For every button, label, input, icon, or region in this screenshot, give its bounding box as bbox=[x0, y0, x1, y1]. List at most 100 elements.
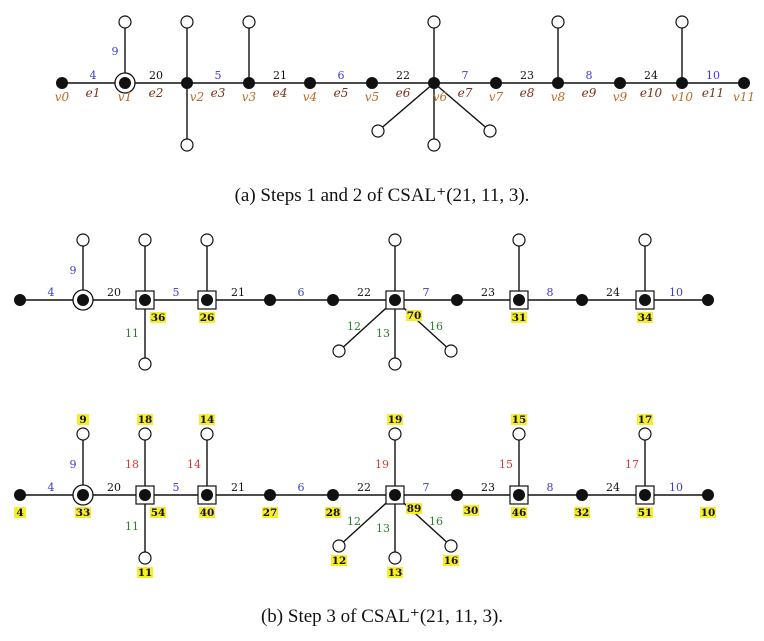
b1-edge-label: 23 bbox=[481, 286, 495, 299]
a-vertex-label: v2 bbox=[190, 90, 204, 104]
b2-vertex-value: 33 bbox=[76, 507, 91, 519]
b1-edge-label: 10 bbox=[669, 286, 683, 299]
a-edge-name: e11 bbox=[702, 86, 724, 100]
b2-leaf-value: 12 bbox=[332, 555, 347, 567]
b1-edge-label: 6 bbox=[298, 286, 305, 299]
a-edge-label: 5 bbox=[215, 69, 222, 82]
b2-pendant-label: 9 bbox=[70, 458, 77, 471]
a-edge-name: e4 bbox=[273, 86, 288, 100]
a-edge-label: 22 bbox=[396, 69, 410, 82]
a-edge-label: 10 bbox=[706, 69, 720, 82]
b2-vertex-value: 32 bbox=[575, 507, 590, 519]
b1-pendant-label: 13 bbox=[376, 327, 390, 340]
b2-leaf-value: 14 bbox=[200, 414, 215, 426]
caption-b: (b) Step 3 of CSAL⁺(21, 11, 3). bbox=[260, 606, 504, 627]
b2-pendant-label: 14 bbox=[187, 458, 201, 471]
b2-pendant-label: 11 bbox=[125, 520, 139, 533]
b2-pendant-label: 16 bbox=[429, 515, 443, 528]
b1-edge-label: 5 bbox=[173, 286, 180, 299]
b1-pendant-label: 12 bbox=[347, 320, 361, 333]
b2-leaf-value: 11 bbox=[138, 567, 153, 579]
a-edge-name: e9 bbox=[582, 86, 597, 100]
b2-leaf-value: 17 bbox=[638, 414, 653, 426]
b2-vertex-value: 27 bbox=[263, 507, 278, 519]
b2-edge-label: 20 bbox=[107, 481, 121, 494]
b1-vertex-value: 34 bbox=[638, 312, 653, 324]
a-vertex-label: v4 bbox=[303, 90, 317, 104]
b2-leaf-value: 13 bbox=[388, 567, 403, 579]
b2-vertex-value: 10 bbox=[701, 507, 716, 519]
b2-edge-label: 5 bbox=[173, 481, 180, 494]
panel-a: 4 20 5 21 6 22 7 23 8 24 10 9 v0 v1 v2 v… bbox=[55, 15, 755, 152]
b2-vertex-value: 40 bbox=[200, 507, 215, 519]
b1-edge-label: 24 bbox=[606, 286, 620, 299]
caption-a: (a) Steps 1 and 2 of CSAL⁺(21, 11, 3). bbox=[234, 185, 530, 206]
b2-edge-label: 6 bbox=[298, 481, 305, 494]
a-edge-label: 21 bbox=[273, 69, 287, 82]
a-vertex-label: v1 bbox=[118, 90, 132, 104]
b2-vertex-value: 30 bbox=[464, 505, 479, 517]
a-edge-label: 8 bbox=[586, 69, 593, 82]
b2-vertex-value: 54 bbox=[151, 507, 166, 519]
a-edge-label: 4 bbox=[90, 69, 97, 82]
b2-pendant-label: 13 bbox=[376, 522, 390, 535]
a-pendant-label: 9 bbox=[112, 45, 119, 58]
b2-edge-label: 8 bbox=[547, 481, 554, 494]
b2-edge-label: 21 bbox=[231, 481, 245, 494]
b2-edge-label: 4 bbox=[48, 481, 55, 494]
a-vertex-label: v3 bbox=[242, 90, 257, 104]
b2-pendant-label: 12 bbox=[347, 515, 361, 528]
a-vertex-label: v8 bbox=[551, 90, 566, 104]
a-vertex-label: v6 bbox=[433, 90, 448, 104]
b1-edge-label: 21 bbox=[231, 286, 245, 299]
a-edge-name: e2 bbox=[149, 86, 164, 100]
b2-leaf-value: 15 bbox=[512, 414, 527, 426]
a-vertex-label: v11 bbox=[733, 90, 755, 104]
a-vertex-label: v0 bbox=[55, 90, 70, 104]
b2-edge-label: 23 bbox=[481, 481, 495, 494]
a-edge-label: 24 bbox=[644, 69, 658, 82]
b1-vertex-value: 36 bbox=[151, 312, 166, 324]
a-edge-name: e6 bbox=[396, 86, 411, 100]
b1-edge-label: 8 bbox=[547, 286, 554, 299]
b2-pendant-label: 17 bbox=[625, 458, 639, 471]
b1-edge-label: 7 bbox=[423, 286, 430, 299]
b2-pendant-label: 19 bbox=[375, 458, 389, 471]
b1-edge-label: 20 bbox=[107, 286, 121, 299]
b2-leaf-value: 18 bbox=[138, 414, 153, 426]
b2-leaf-value: 19 bbox=[388, 414, 403, 426]
b1-edge-label: 4 bbox=[48, 286, 55, 299]
b2-edge-label: 10 bbox=[669, 481, 683, 494]
b2-vertex-value: 51 bbox=[638, 507, 653, 519]
a-edge-name: e8 bbox=[520, 86, 535, 100]
b1-edge-label: 22 bbox=[357, 286, 371, 299]
b2-vertex-value: 28 bbox=[326, 507, 341, 519]
a-edge-label: 23 bbox=[520, 69, 534, 82]
panel-b-top: 4 20 5 21 6 22 7 23 8 24 10 9 11 12 13 1… bbox=[14, 233, 714, 371]
b2-vertex-value: 89 bbox=[407, 503, 422, 515]
b1-vertex-value: 26 bbox=[200, 312, 215, 324]
a-vertex-label: v10 bbox=[671, 90, 693, 104]
a-edge-label: 20 bbox=[149, 69, 163, 82]
b2-edge-label: 7 bbox=[423, 481, 430, 494]
b2-edge-label: 24 bbox=[606, 481, 620, 494]
b2-leaf-value: 16 bbox=[444, 555, 459, 567]
b1-vertex-value: 31 bbox=[512, 312, 527, 324]
a-edge-name: e5 bbox=[334, 86, 349, 100]
a-vertex-label: v7 bbox=[489, 90, 504, 104]
b2-leaf-value: 9 bbox=[79, 414, 86, 426]
a-edge-name: e3 bbox=[211, 86, 226, 100]
a-edge-name: e7 bbox=[458, 86, 473, 100]
b2-pendant-label: 15 bbox=[499, 458, 513, 471]
b2-edge-label: 22 bbox=[357, 481, 371, 494]
b1-pendant-label: 11 bbox=[125, 327, 139, 340]
a-edge-label: 7 bbox=[462, 69, 469, 82]
b1-pendant-label: 9 bbox=[70, 264, 77, 277]
b1-vertex-value: 70 bbox=[407, 310, 422, 322]
a-edge-label: 6 bbox=[338, 69, 345, 82]
a-edge-name: e10 bbox=[640, 86, 663, 100]
b2-vertex-value: 4 bbox=[16, 507, 23, 519]
a-vertex-label: v9 bbox=[613, 90, 628, 104]
b2-vertex-value: 46 bbox=[512, 507, 527, 519]
